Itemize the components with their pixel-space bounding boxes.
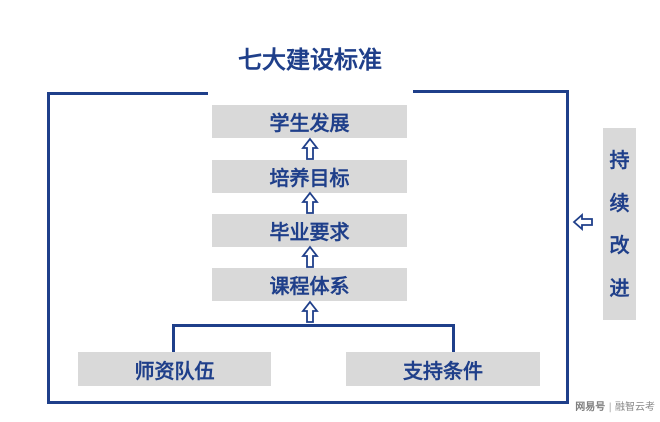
frame-top-left-line xyxy=(47,92,208,95)
connector-left-drop xyxy=(172,324,175,354)
watermark-separator: | xyxy=(608,402,612,413)
box-curriculum-system: 课程体系 xyxy=(212,268,407,301)
frame-bottom-line xyxy=(47,401,569,404)
frame-right-line xyxy=(566,90,569,404)
side-char: 改 xyxy=(609,233,630,258)
box-label: 学生发展 xyxy=(269,111,350,135)
watermark-author: 融智云考 xyxy=(615,402,655,413)
watermark-logo: 网易号 xyxy=(575,402,606,413)
up-arrow-icon xyxy=(301,191,319,214)
box-faculty: 师资队伍 xyxy=(78,352,271,386)
box-label: 师资队伍 xyxy=(134,358,215,383)
continuous-improvement-label: 持 续 改 进 xyxy=(603,128,636,320)
up-arrow-icon xyxy=(301,137,319,160)
up-arrow-icon xyxy=(301,245,319,268)
side-char: 持 xyxy=(609,148,630,173)
watermark: 网易号 | 融智云考 xyxy=(540,398,655,418)
box-label: 培养目标 xyxy=(269,166,350,190)
side-char: 续 xyxy=(609,190,630,215)
box-student-development: 学生发展 xyxy=(212,105,407,138)
box-label: 支持条件 xyxy=(403,358,483,383)
frame-top-right-line xyxy=(413,90,569,93)
box-graduation-requirements: 毕业要求 xyxy=(212,214,407,247)
frame-left-line xyxy=(47,92,50,404)
box-label: 毕业要求 xyxy=(269,220,350,244)
diagram-title: 七大建设标准 xyxy=(238,46,382,74)
box-training-objectives: 培养目标 xyxy=(212,160,407,193)
up-arrow-icon xyxy=(301,300,319,323)
connector-horizontal xyxy=(172,324,455,327)
connector-right-drop xyxy=(452,324,455,354)
side-char: 进 xyxy=(609,275,630,300)
left-arrow-icon xyxy=(572,213,593,231)
box-support-conditions: 支持条件 xyxy=(346,352,540,386)
box-label: 课程体系 xyxy=(269,274,350,298)
